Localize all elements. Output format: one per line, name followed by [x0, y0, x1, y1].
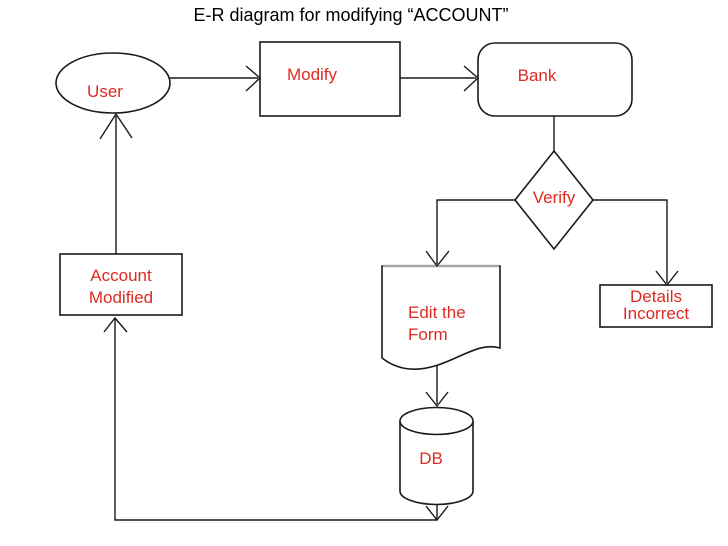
- details-incorrect-label-line2: Incorrect: [622, 304, 690, 323]
- arrowhead-into-db: [425, 391, 449, 408]
- arrowhead-into-bank: [463, 65, 480, 92]
- modify-box: [259, 41, 401, 117]
- details-incorrect-label-line1: Details: [630, 287, 682, 306]
- edge-bottom-accountmodified: [114, 318, 437, 521]
- arrowhead-into-user: [99, 112, 133, 140]
- edit-form-label-line1: Edit the: [408, 303, 466, 322]
- edge-verify-detailsincorrect: [593, 199, 668, 283]
- bank-label: Bank: [517, 66, 557, 85]
- verify-label: Verify: [532, 188, 576, 207]
- db-label: DB: [419, 449, 443, 468]
- account-modified-label-line2: Modified: [88, 288, 154, 307]
- arrowhead-into-modify: [245, 65, 262, 92]
- modify-label: Modify: [286, 65, 338, 84]
- edit-form-document: [381, 265, 501, 371]
- details-incorrect-box: [599, 284, 713, 328]
- verify-diamond: [513, 149, 595, 251]
- user-label: User: [87, 82, 123, 101]
- edit-form-label-line2: Form: [408, 325, 448, 344]
- account-modified-label-line1: Account: [90, 266, 152, 285]
- arrowhead-into-editform: [425, 250, 450, 268]
- diagram-title: E-R diagram for modifying “ACCOUNT”: [193, 5, 509, 25]
- db-cylinder-top: [399, 406, 474, 436]
- account-modified-box: [59, 253, 183, 316]
- bank-box: [477, 42, 633, 117]
- user-ellipse: [55, 52, 171, 114]
- arrowhead-into-accountmodified: [103, 316, 128, 333]
- arrowhead-into-detailsincorrect: [655, 270, 679, 287]
- edge-verify-editform: [436, 199, 515, 264]
